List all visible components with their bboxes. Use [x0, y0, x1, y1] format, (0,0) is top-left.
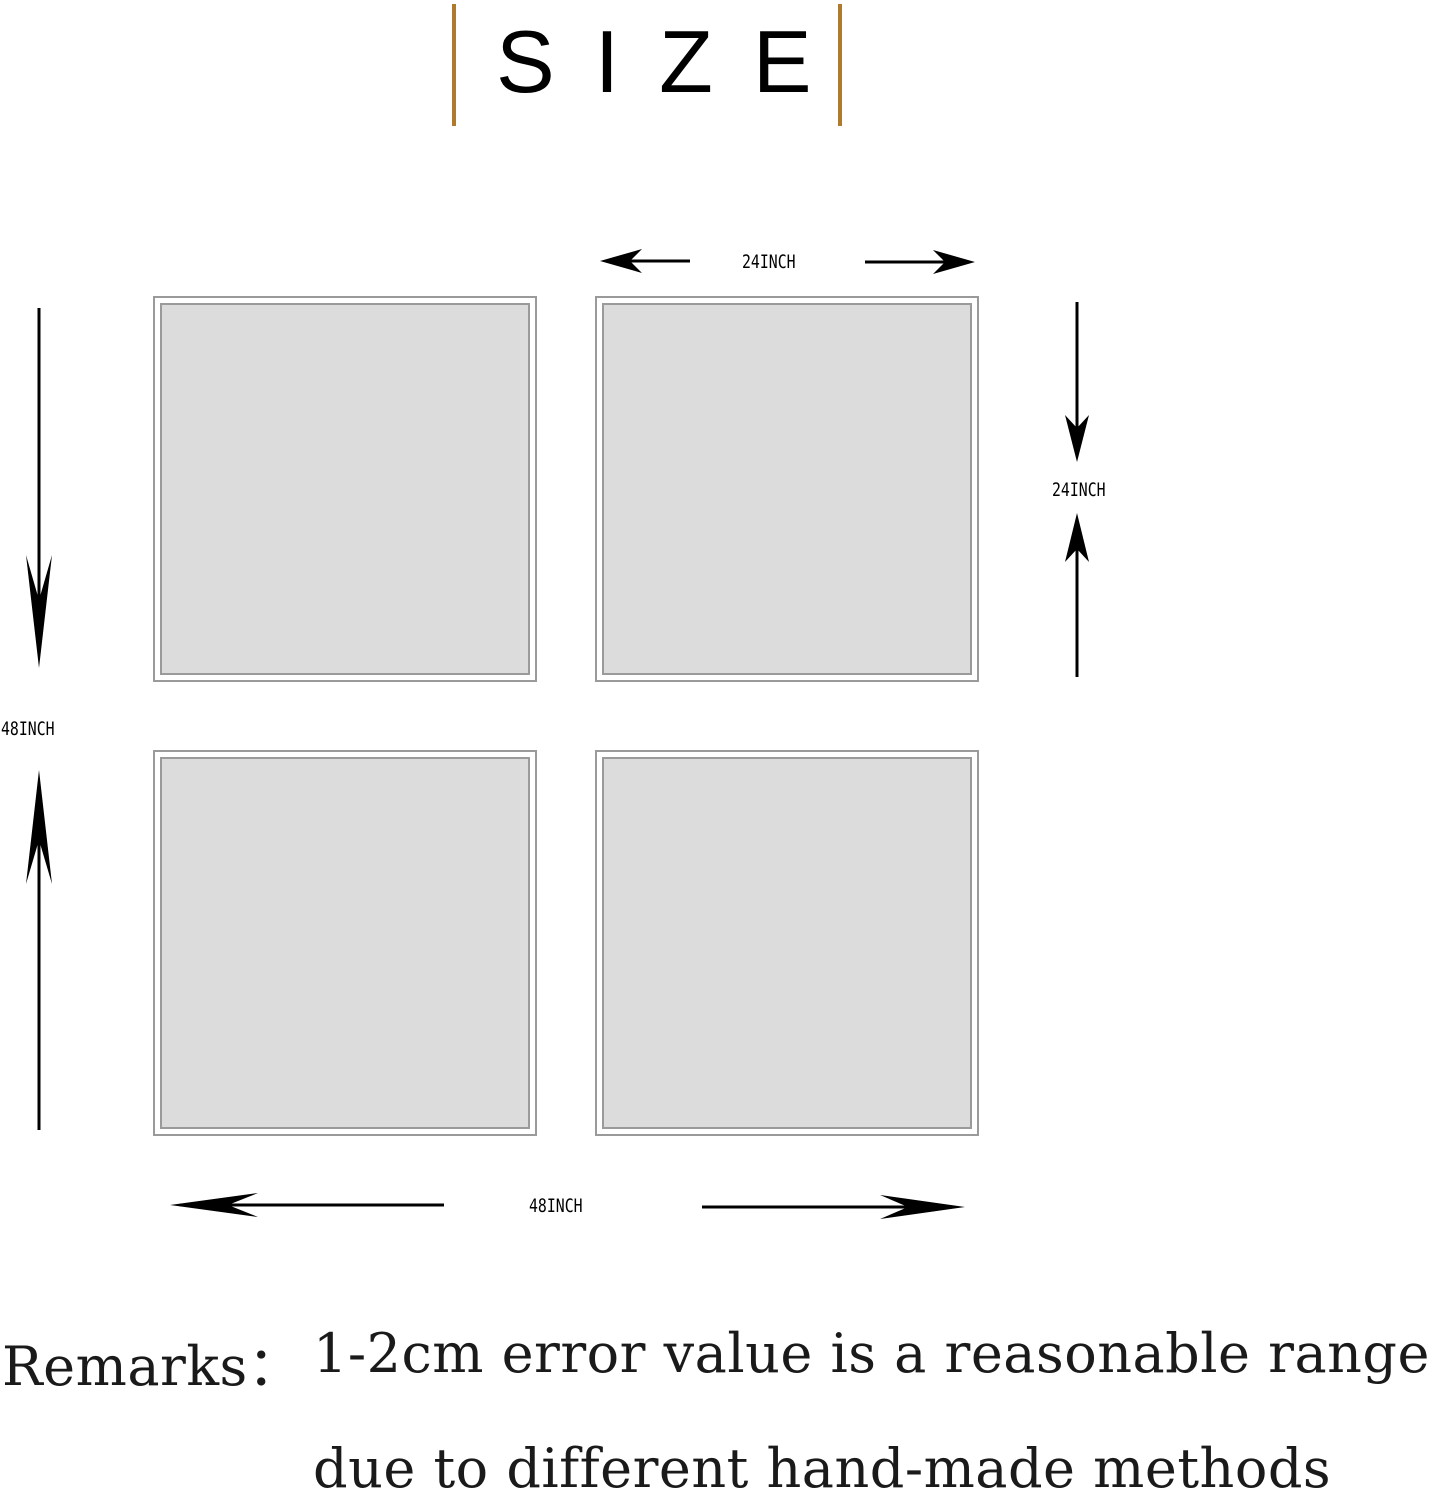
remarks-label: Remarks： [2, 1335, 303, 1398]
arrowhead-down-icon [26, 555, 52, 668]
panel-height-label: 24INCH [1052, 479, 1106, 501]
panel-surface [160, 757, 530, 1129]
panel-surface [160, 303, 530, 675]
arrowhead-right-icon [933, 250, 975, 274]
remarks-line-1: 1-2cm error value is a reasonable range [313, 1322, 1430, 1385]
panel-bottom-right [595, 750, 979, 1136]
panel-bottom-left [153, 750, 537, 1136]
title-frame: SIZE [452, 4, 842, 126]
arrowhead-up-icon [26, 770, 52, 884]
panel-top-right [595, 296, 979, 682]
panel-surface [602, 303, 972, 675]
arrowhead-right-icon [880, 1195, 965, 1219]
arrowhead-left-icon [600, 249, 642, 273]
arrowhead-left-icon [170, 1193, 258, 1217]
panel-surface [602, 757, 972, 1129]
arrowhead-up-icon [1065, 513, 1089, 562]
remarks-line-2: due to different hand-made methods [313, 1437, 1332, 1500]
total-width-label: 48INCH [529, 1195, 583, 1217]
panel-width-label: 24INCH [742, 251, 796, 273]
arrowhead-down-icon [1065, 415, 1089, 462]
panel-top-left [153, 296, 537, 682]
total-height-label: 48INCH [1, 718, 55, 740]
page-title: SIZE [496, 12, 852, 111]
